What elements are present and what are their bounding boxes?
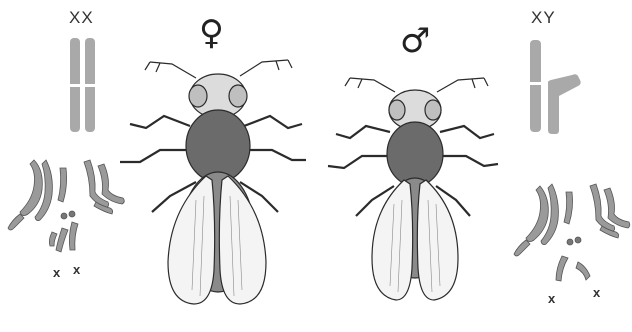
male-metaphase-chromosomes xyxy=(514,184,630,281)
male-xy-chromosomes xyxy=(529,40,581,134)
female-fruit-fly xyxy=(120,60,306,304)
thorax xyxy=(186,110,250,182)
thorax xyxy=(387,122,443,186)
female-xx-chromosomes xyxy=(69,38,96,132)
eye xyxy=(425,100,441,120)
y-chromosome xyxy=(548,74,581,134)
left-wing xyxy=(168,176,215,304)
male-fruit-fly xyxy=(328,78,498,300)
female-metaphase-chromosomes xyxy=(8,160,124,252)
eye xyxy=(189,85,207,107)
eye xyxy=(389,100,405,120)
x-chromosome xyxy=(530,40,541,132)
eye xyxy=(229,85,247,107)
